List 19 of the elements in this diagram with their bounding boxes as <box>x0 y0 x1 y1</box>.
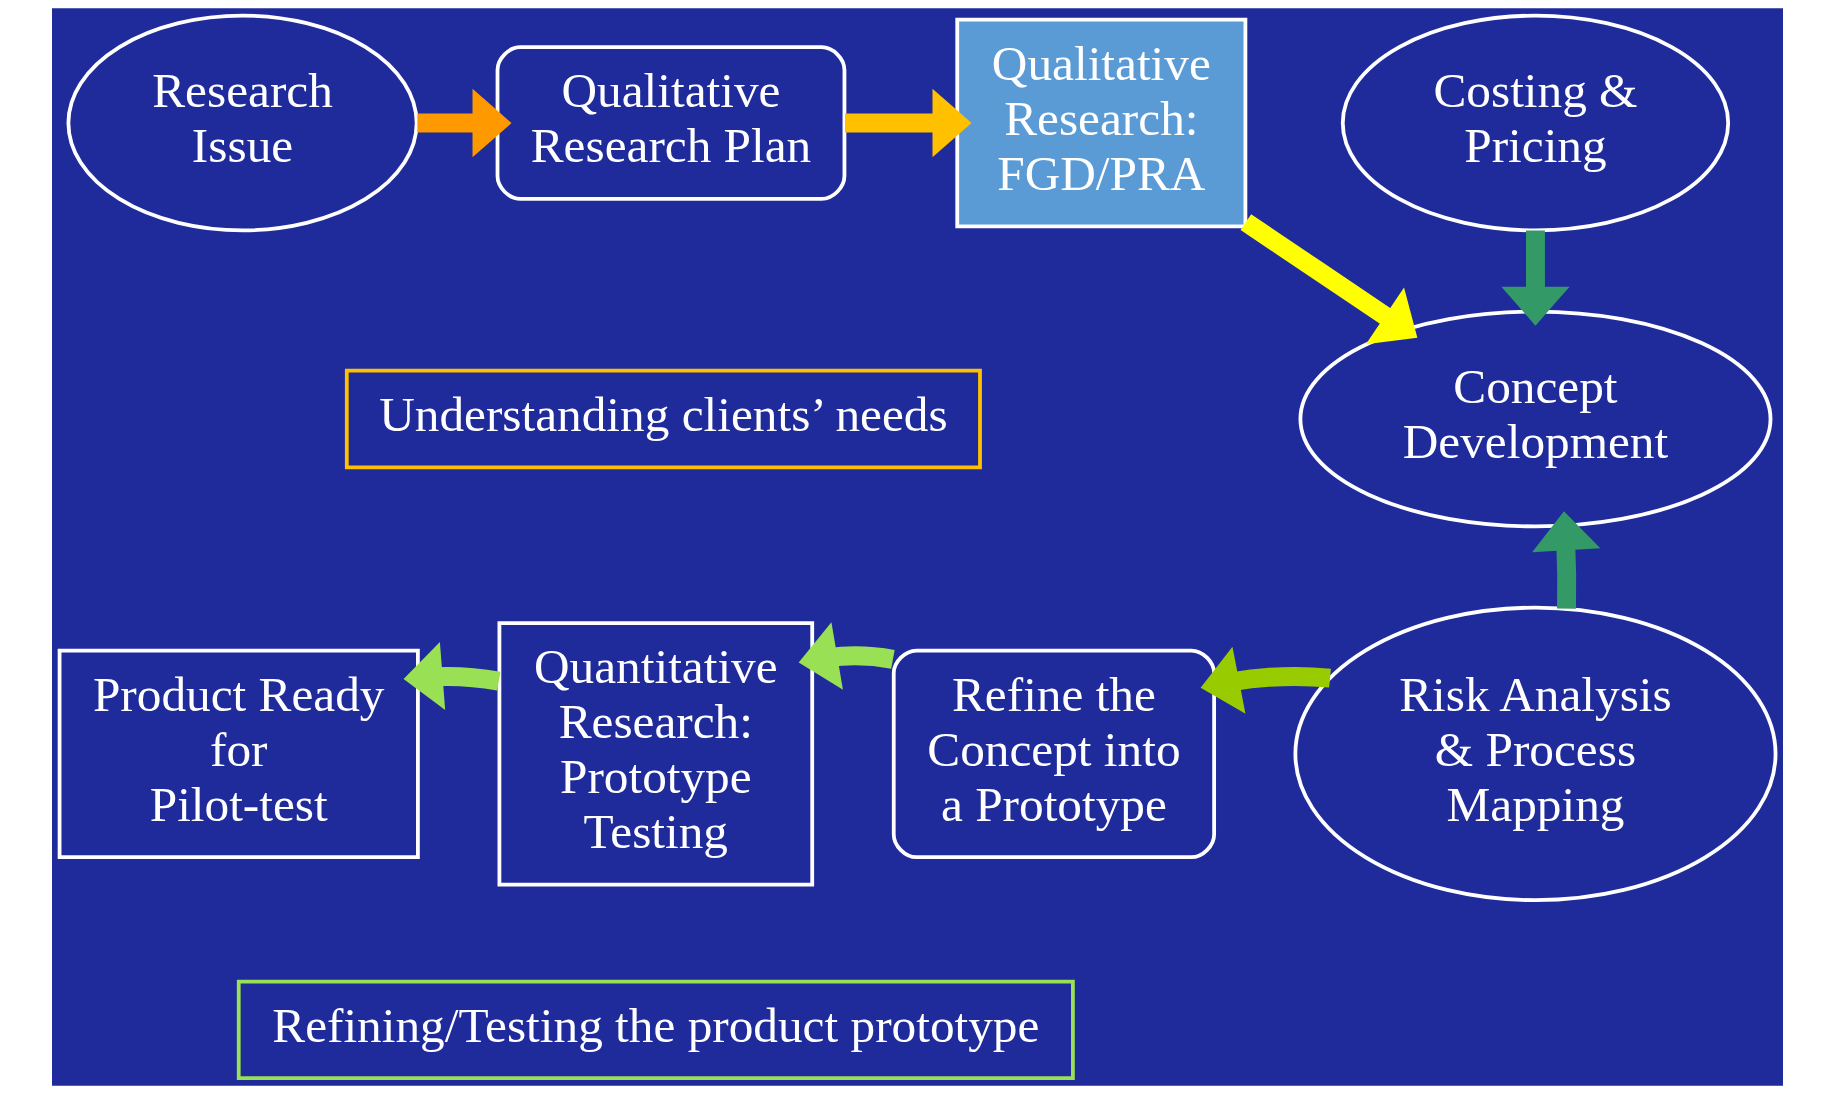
node-ellipse: Costing & Pricing <box>1340 13 1731 233</box>
node-ellipse: Concept Development <box>1298 309 1773 529</box>
node-box: Product Ready for Pilot-test <box>57 648 420 860</box>
node-box: Qualitative Research: FGD/PRA <box>955 17 1248 229</box>
node-ellipse: Research Issue <box>66 13 419 233</box>
node-ellipse: Risk Analysis & Process Mapping <box>1293 605 1778 903</box>
node-box: Quantitative Research: Prototype Testing <box>497 621 815 887</box>
arrow <box>417 88 512 158</box>
arrow <box>845 88 972 158</box>
node-box: Qualitative Research Plan <box>495 45 847 201</box>
node-box: Refine the Concept into a Prototype <box>891 648 1217 860</box>
arrow <box>1240 214 1418 345</box>
arrow <box>798 622 895 690</box>
arrow <box>1532 511 1601 609</box>
arrow <box>403 641 501 711</box>
node-box: Refining/Testing the product prototype <box>236 979 1075 1081</box>
node-box: Understanding clients’ needs <box>344 368 982 470</box>
arrow <box>1200 646 1331 714</box>
arrow <box>1501 230 1570 326</box>
